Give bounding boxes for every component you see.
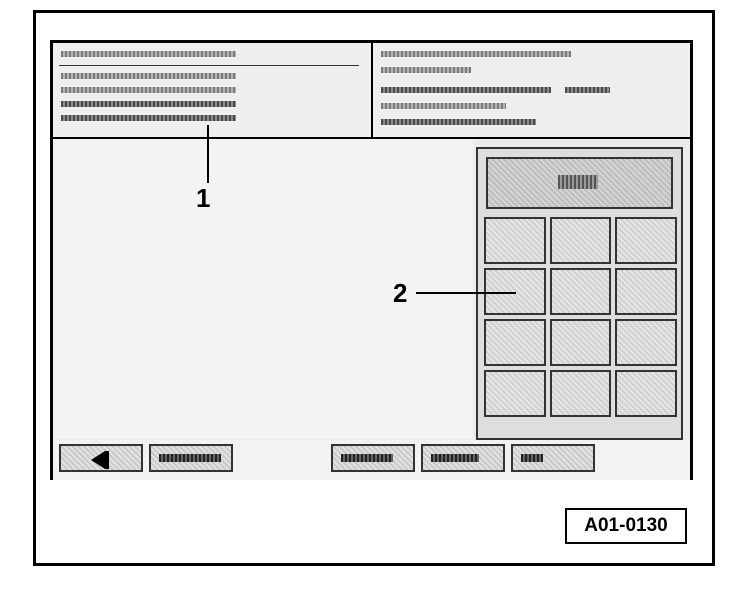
soft-button-label xyxy=(521,454,543,462)
reference-code: A01-0130 xyxy=(565,508,687,544)
keypad-key[interactable] xyxy=(615,217,677,264)
header-text-line xyxy=(61,115,236,121)
soft-button-label xyxy=(159,454,221,462)
keypad-key[interactable] xyxy=(615,268,677,315)
tester-screen xyxy=(50,40,693,480)
header-text-line xyxy=(61,51,236,57)
keypad-key[interactable] xyxy=(549,268,612,315)
header-right-panel xyxy=(373,43,690,137)
header-area xyxy=(53,43,690,139)
keypad-key[interactable] xyxy=(484,319,546,366)
callout-1-label: 1 xyxy=(196,183,211,213)
keypad-grid xyxy=(484,217,677,417)
back-arrow-icon xyxy=(105,451,109,469)
header-text-line xyxy=(61,101,236,107)
work-area xyxy=(53,139,473,439)
header-text-line xyxy=(565,87,610,93)
keypad-key[interactable] xyxy=(549,319,612,366)
header-text-line xyxy=(61,73,236,79)
soft-button-label xyxy=(341,454,393,462)
callout-2-leader-line xyxy=(416,292,516,294)
keypad-display-key[interactable] xyxy=(486,157,673,209)
callout-1-leader-line xyxy=(207,125,209,183)
soft-button-bar xyxy=(53,440,690,480)
keypad-key[interactable] xyxy=(484,370,546,417)
header-text-line xyxy=(381,87,551,93)
back-button[interactable] xyxy=(59,444,143,472)
soft-button-label xyxy=(431,454,479,462)
soft-button[interactable] xyxy=(149,444,233,472)
header-text-line xyxy=(381,103,506,109)
keypad-panel xyxy=(476,147,683,440)
keypad-key[interactable] xyxy=(615,370,677,417)
keypad-key[interactable] xyxy=(549,370,612,417)
header-text-line xyxy=(61,87,236,93)
header-divider xyxy=(59,65,359,66)
keypad-key[interactable] xyxy=(484,268,546,315)
soft-button[interactable] xyxy=(421,444,505,472)
keypad-key[interactable] xyxy=(615,319,677,366)
soft-button[interactable] xyxy=(511,444,595,472)
soft-button[interactable] xyxy=(331,444,415,472)
header-text-line xyxy=(381,51,571,57)
header-left-panel xyxy=(53,43,373,137)
header-text-line xyxy=(381,67,471,73)
keypad-key[interactable] xyxy=(549,217,612,264)
keypad-key[interactable] xyxy=(484,217,546,264)
callout-2-label: 2 xyxy=(393,278,408,308)
header-text-line xyxy=(381,119,536,125)
display-key-mark xyxy=(558,175,598,189)
back-arrow-icon xyxy=(91,451,105,469)
